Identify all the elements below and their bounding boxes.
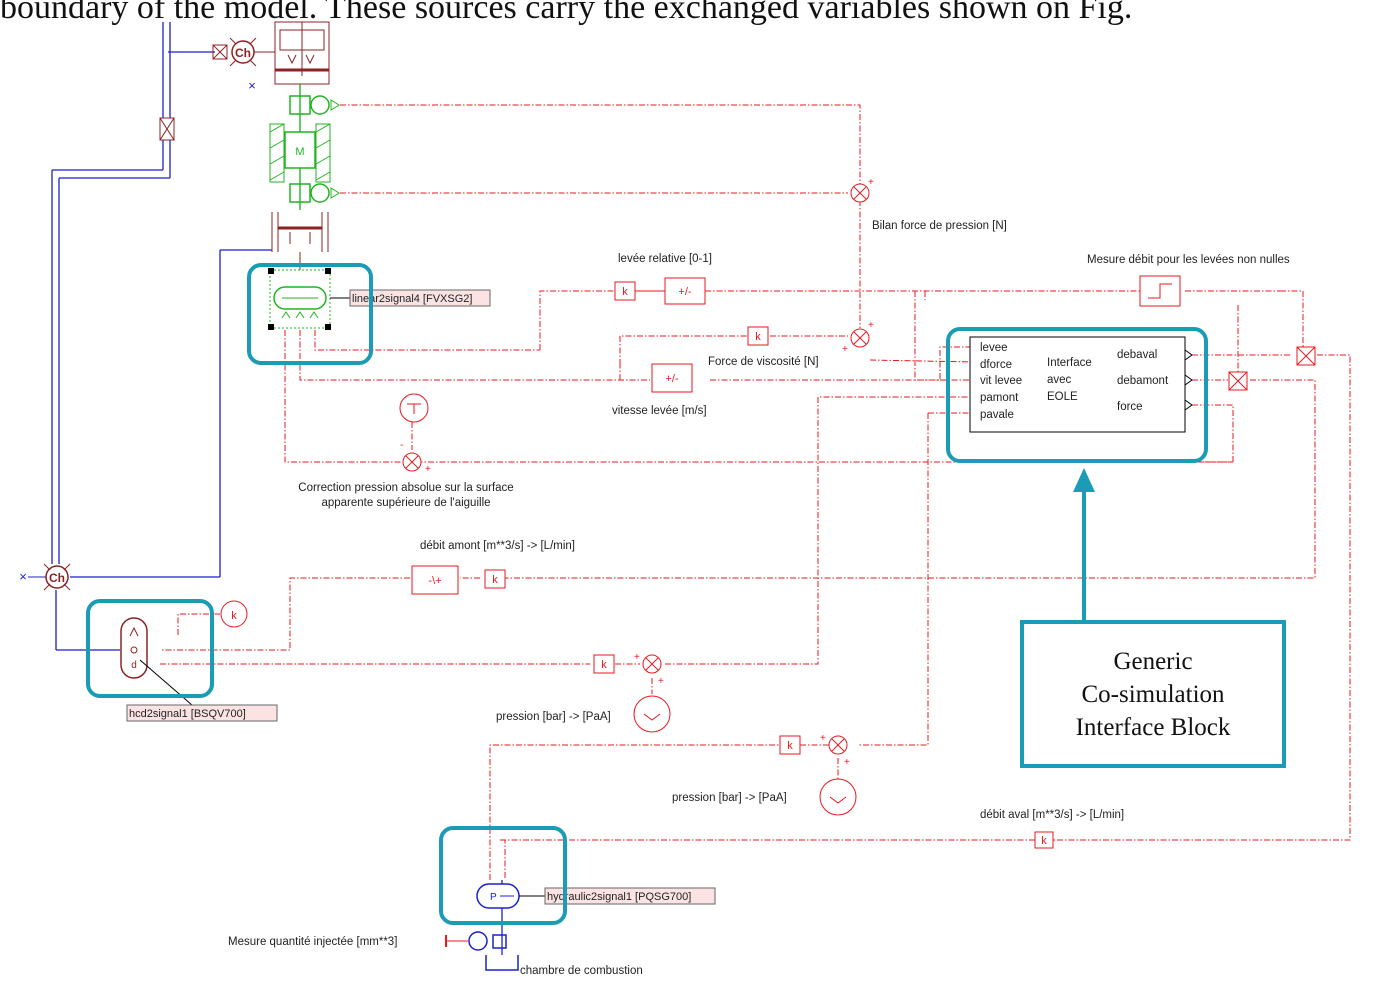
label-mesure-debit: Mesure débit pour les levées non nulles: [1087, 254, 1290, 266]
svg-text:+: +: [868, 320, 874, 331]
svg-text:debamont: debamont: [1117, 375, 1169, 387]
hydraulic2signal-label-box: [544, 887, 716, 905]
callout-line-1: Generic: [1113, 647, 1193, 675]
chamber-top-icon: Ch ×: [212, 37, 275, 93]
header-text: boundary of the model. These sources car…: [0, 0, 1133, 26]
svg-text:M: M: [295, 146, 304, 158]
product-block-debaval[interactable]: [1296, 346, 1316, 366]
sign-block-debit-amont[interactable]: -\+ k: [411, 565, 506, 595]
svg-text:k: k: [622, 286, 628, 298]
highlight-hydraulic2signal: [439, 826, 567, 925]
summing-junction-viscosite[interactable]: + +: [842, 320, 874, 355]
svg-text:k: k: [1041, 835, 1047, 847]
callout-line-3: Interface Block: [1075, 713, 1231, 741]
svg-text:Ch: Ch: [235, 46, 251, 60]
svg-text:P: P: [490, 892, 497, 903]
svg-text:+/-: +/-: [665, 373, 678, 385]
svg-text:Ch: Ch: [49, 571, 65, 585]
highlight-hcd2signal: [86, 599, 214, 698]
summing-junction-bilan[interactable]: +: [850, 177, 874, 203]
svg-text:force: force: [1117, 401, 1143, 413]
svg-text:+: +: [842, 344, 848, 355]
callout-line-2: Co-simulation: [1081, 680, 1225, 708]
svg-text:debaval: debaval: [1117, 349, 1157, 361]
linear2signal-label: linear2signal4 [FVXSG2]: [352, 293, 472, 305]
svg-text:k: k: [755, 331, 761, 343]
chamber-bottom-icon: Ch ×: [19, 563, 71, 591]
label-mesure-quantite: Mesure quantité injectée [mm**3]: [228, 936, 397, 948]
label-bilan-force: Bilan force de pression [N]: [872, 220, 1007, 232]
svg-text:-: -: [400, 440, 403, 451]
hcd2signal-label-box: [126, 704, 278, 722]
mechanical-chain: M: [269, 84, 340, 210]
pressure-block-1[interactable]: k + +: [593, 652, 671, 733]
svg-text:×: ×: [19, 569, 27, 584]
linear2signal-block[interactable]: [268, 268, 350, 330]
label-debit-amont: débit amont [m**3/s] -> [L/min]: [420, 540, 575, 552]
product-block-debamont[interactable]: [1228, 371, 1248, 391]
hydraulic2signal-label: hydraulic2signal1 [PQSG700]: [547, 891, 691, 903]
label-correction-1: Correction pression absolue sur la surfa…: [298, 482, 513, 494]
svg-text:k: k: [492, 574, 498, 586]
pressure-source-correction[interactable]: + -: [399, 393, 431, 475]
diagram-labels: Bilan force de pression [N] levée relati…: [228, 220, 1290, 977]
svg-text:+: +: [658, 676, 664, 687]
svg-text:×: ×: [248, 78, 256, 93]
hydraulic-lines: [51, 22, 503, 955]
signal-lines: [160, 104, 1351, 880]
highlight-interface: [946, 327, 1208, 463]
svg-text:pavale: pavale: [980, 409, 1014, 421]
step-block[interactable]: [1139, 275, 1181, 307]
pressure-block-2[interactable]: k + +: [779, 733, 857, 816]
svg-text:+/-: +/-: [678, 286, 691, 298]
label-levee-relative: levée relative [0-1]: [618, 253, 712, 265]
svg-text:+: +: [844, 757, 850, 768]
hydraulic2signal-block[interactable]: P: [476, 883, 545, 909]
highlight-linear2signal: [247, 263, 373, 365]
hcd2signal-block[interactable]: d: [120, 617, 201, 713]
svg-text:vit levee: vit levee: [980, 375, 1022, 387]
highlight-boxes: [86, 263, 1208, 925]
svg-text:k: k: [601, 659, 607, 671]
sign-block-vitesse[interactable]: +/-: [651, 363, 693, 393]
svg-text:Interface: Interface: [1047, 357, 1092, 369]
hcd2signal-label: hcd2signal1 [BSQV700]: [129, 708, 246, 720]
label-chambre: chambre de combustion: [520, 965, 643, 977]
linear2signal-label-box: [349, 289, 491, 307]
signal-source-hcd: k: [220, 600, 248, 628]
svg-text:EOLE: EOLE: [1047, 391, 1078, 403]
svg-text:levee: levee: [980, 342, 1008, 354]
svg-text:-\+: -\+: [428, 575, 441, 587]
label-correction-2: apparente supérieure de l'aiguille: [321, 497, 490, 509]
callout-arrow: [1073, 468, 1095, 620]
injection-sensor-icon: [445, 931, 519, 971]
svg-text:dforce: dforce: [980, 359, 1012, 371]
label-debit-aval: débit aval [m**3/s] -> [L/min]: [980, 809, 1124, 821]
svg-text:+: +: [634, 652, 640, 663]
gain-block-levee[interactable]: k +/-: [614, 277, 706, 305]
svg-text:k: k: [231, 610, 237, 622]
callout-box: Generic Co-simulation Interface Block: [1020, 620, 1286, 768]
valve-cap-icon: [274, 21, 330, 85]
svg-text:avec: avec: [1047, 374, 1072, 386]
svg-text:d: d: [131, 660, 137, 671]
svg-text:+: +: [868, 177, 874, 188]
hydraulic-restrictor-icon: [159, 117, 175, 141]
label-force-viscosite: Force de viscosité [N]: [708, 356, 819, 368]
label-pression-2: pression [bar] -> [PaA]: [672, 792, 787, 804]
piston-icon: [271, 212, 329, 270]
svg-text:+: +: [425, 464, 431, 475]
svg-text:pamont: pamont: [980, 392, 1019, 404]
eole-interface-block[interactable]: levee dforce vit levee pamont pavale Int…: [969, 336, 1193, 433]
gain-block-viscosite[interactable]: k: [747, 326, 769, 346]
label-vitesse-levee: vitesse levée [m/s]: [612, 405, 707, 417]
gain-block-debit-aval[interactable]: k: [1034, 831, 1054, 849]
label-pression-1: pression [bar] -> [PaA]: [496, 711, 611, 723]
svg-text:k: k: [787, 740, 793, 752]
svg-text:+: +: [820, 733, 826, 744]
